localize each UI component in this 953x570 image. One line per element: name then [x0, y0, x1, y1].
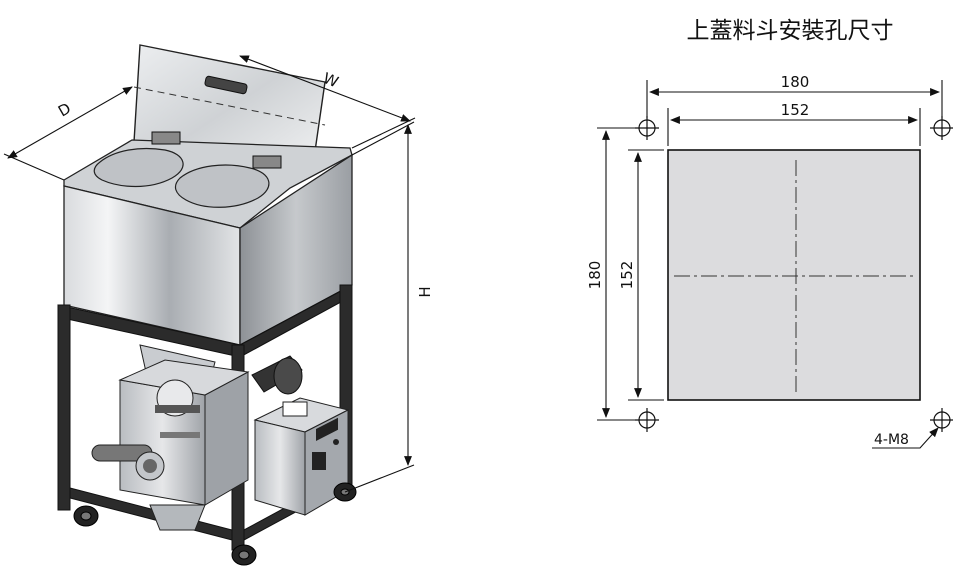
mounting-drawing-title: 上蓋料斗安裝孔尺寸	[687, 18, 894, 44]
lid-hinge-right	[252, 155, 282, 169]
hole-top-left	[635, 116, 659, 140]
depth-label: D	[55, 99, 74, 120]
control-box	[253, 397, 350, 516]
hole-spacing-vertical-label: 180	[586, 261, 604, 290]
plate-width-label: 152	[781, 101, 810, 119]
lid-hinge-left	[151, 131, 181, 145]
width-label: W	[321, 69, 342, 91]
feed-opening-right	[174, 164, 270, 208]
mounting-holes	[635, 116, 953, 432]
suction-pipe	[91, 444, 165, 481]
hopper-dryer-illustration	[57, 44, 357, 566]
hole-spec-label: 4-M8	[874, 432, 909, 448]
hole-top-right	[930, 116, 953, 140]
hole-bottom-right	[930, 408, 953, 432]
hole-bottom-left	[635, 408, 659, 432]
drawing-dimensions	[597, 80, 943, 449]
height-label: H	[416, 286, 434, 297]
machine-dimensions	[3, 55, 416, 493]
mounting-plate	[667, 149, 921, 401]
hole-spacing-horizontal-label: 180	[781, 73, 810, 91]
blower-motor	[251, 355, 303, 395]
plate-height-label: 152	[618, 261, 636, 290]
